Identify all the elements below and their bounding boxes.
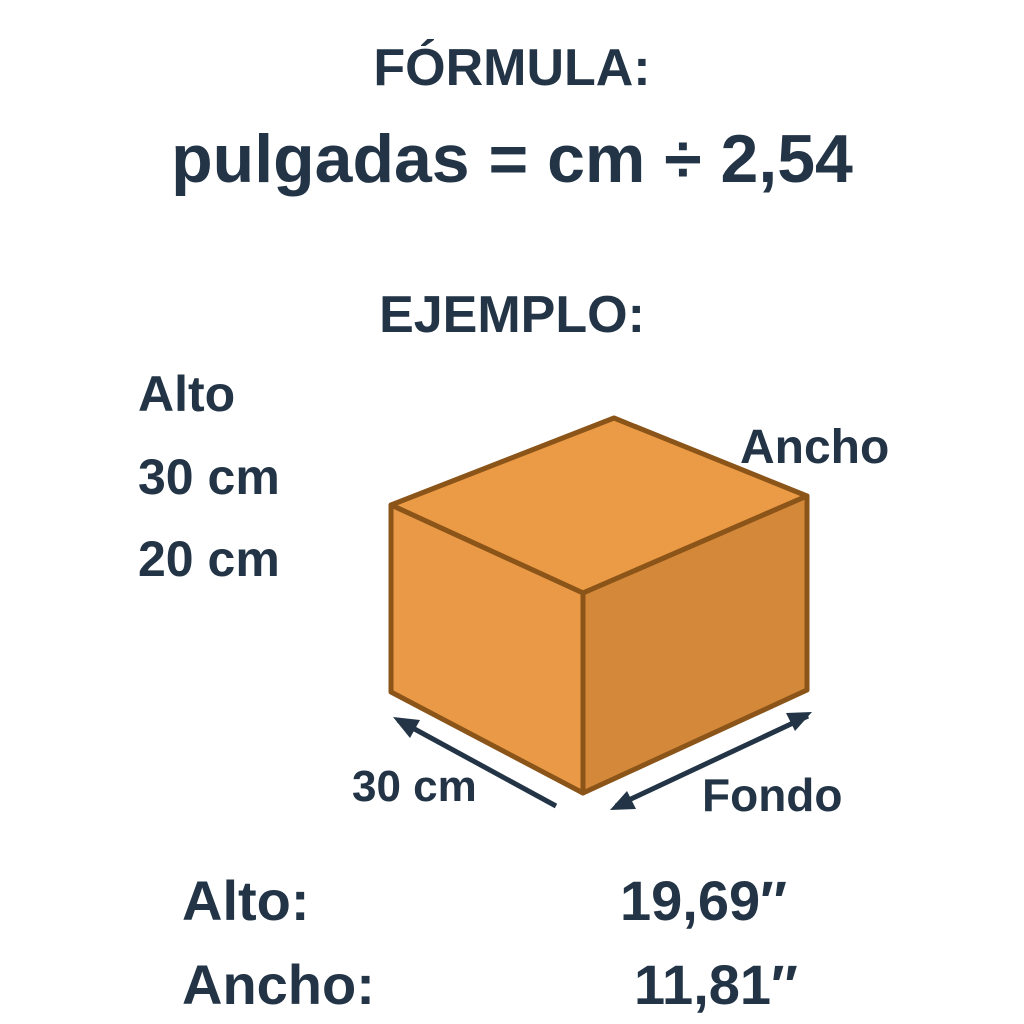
depth-arrowhead-start-icon bbox=[610, 791, 636, 810]
side-label-value-2: 20 cm bbox=[138, 531, 280, 587]
result-value-ancho: 11,81″ bbox=[634, 953, 798, 1016]
front-arrowhead-icon bbox=[393, 717, 420, 738]
side-label-value-1: 30 cm bbox=[138, 449, 280, 505]
box-right-face bbox=[580, 493, 810, 796]
depth-arrowhead-end-icon bbox=[786, 712, 812, 731]
box-label-front-dimension: 30 cm bbox=[352, 762, 477, 811]
result-value-alto: 19,69″ bbox=[620, 869, 787, 932]
formula-title: FÓRMULA: bbox=[373, 39, 651, 97]
example-heading: EJEMPLO: bbox=[379, 286, 645, 344]
box-label-fondo: Fondo bbox=[702, 769, 843, 821]
box-label-ancho: Ancho bbox=[740, 421, 890, 474]
side-label-alto: Alto bbox=[138, 366, 236, 422]
front-dimension-arrow bbox=[396, 717, 558, 809]
conversion-formula: pulgadas = cm ÷ 2,54 bbox=[171, 121, 853, 197]
depth-dimension-arrow bbox=[614, 713, 810, 809]
result-label-alto: Alto: bbox=[182, 869, 310, 932]
result-label-ancho: Ancho: bbox=[182, 953, 375, 1016]
